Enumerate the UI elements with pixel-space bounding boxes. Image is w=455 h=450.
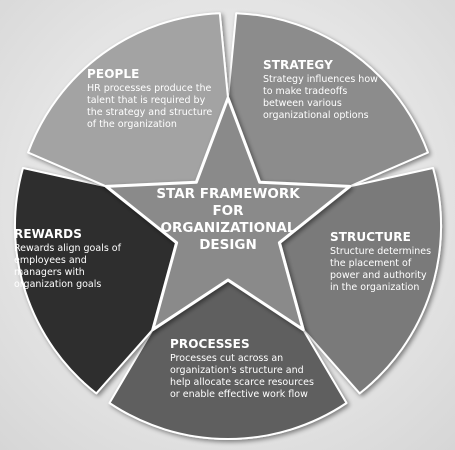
segment-strategy: STRATEGY Strategy influences how to make… — [263, 58, 383, 122]
segment-people-shape — [27, 12, 229, 188]
segment-people-title: PEOPLE — [87, 67, 140, 81]
segment-strategy-title: STRATEGY — [263, 58, 333, 72]
segment-rewards-description: Rewards align goals of employees and man… — [14, 243, 121, 290]
segment-rewards-shape — [13, 167, 178, 395]
segment-processes: PROCESSES Processes cut across an organi… — [170, 337, 315, 401]
segment-people: PEOPLE HR processes produce the talent t… — [87, 67, 213, 131]
segment-structure-description: Structure determines the placement of po… — [330, 246, 432, 293]
segment-structure: STRUCTURE Structure determines the place… — [330, 230, 438, 294]
segment-strategy-shape — [227, 12, 429, 188]
segment-people-description: HR processes produce the talent that is … — [87, 83, 213, 130]
segment-processes-description: Processes cut across an organization's s… — [170, 353, 314, 400]
segment-rewards-title: REWARDS — [14, 227, 82, 241]
segment-strategy-description: Strategy influences how to make tradeoff… — [263, 74, 378, 121]
segment-rewards: REWARDS Rewards align goals of employees… — [14, 227, 136, 291]
center-title: STAR FRAMEWORK FOR ORGANIZATIONAL DESIGN — [156, 186, 300, 253]
segment-structure-shape — [278, 167, 443, 395]
star-shape — [104, 96, 352, 332]
segment-structure-title: STRUCTURE — [330, 230, 411, 244]
segment-processes-title: PROCESSES — [170, 337, 250, 351]
